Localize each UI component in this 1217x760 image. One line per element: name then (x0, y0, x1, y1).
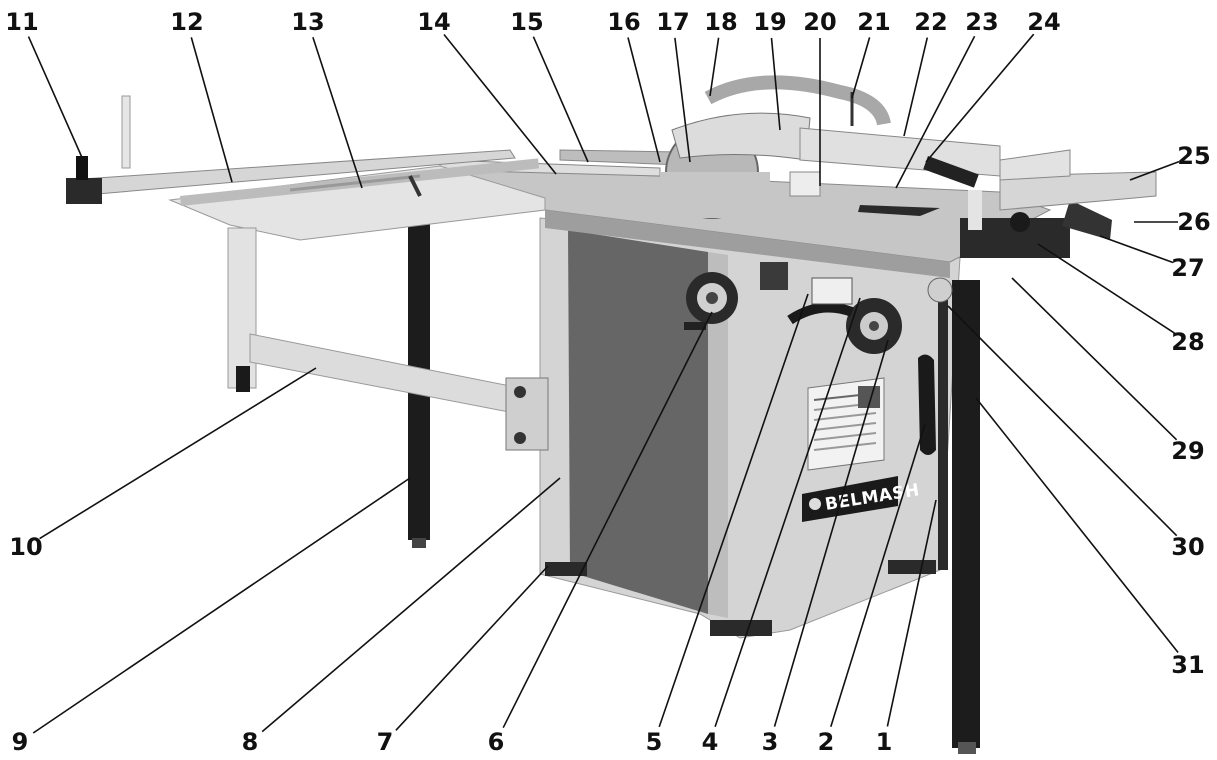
callout-leader-16 (627, 37, 661, 163)
callout-leader-24 (925, 33, 1035, 163)
callout-leader-15 (532, 36, 589, 163)
fence-guide-rail (999, 149, 1157, 211)
callout-leader-2 (830, 423, 926, 727)
callout-leader-28 (1037, 243, 1176, 334)
callout-leader-18 (709, 37, 720, 97)
blade-tilt-handwheel (846, 298, 902, 354)
callout-leader-23 (895, 35, 976, 189)
lock-knob (927, 277, 953, 303)
fence-rail (66, 95, 516, 204)
callout-leader-31 (975, 397, 1179, 653)
callout-leader-12 (190, 37, 233, 183)
callout-leader-8 (261, 477, 561, 733)
callout-leader-25 (1129, 160, 1180, 181)
fence-stop (76, 156, 88, 180)
callout-leader-14 (443, 33, 557, 175)
tilt-scale (787, 277, 854, 325)
callout-leader-19 (770, 37, 781, 131)
callout-leader-7 (395, 565, 549, 731)
callout-leader-27 (1099, 235, 1174, 264)
callout-leader-3 (773, 339, 889, 727)
callout-leader-6 (502, 311, 713, 729)
blade-guard (671, 112, 811, 161)
callout-leader-1 (886, 499, 937, 727)
callout-leader-13 (312, 36, 363, 189)
callout-leader-29 (1011, 277, 1178, 441)
support-leg-right (938, 280, 980, 754)
callout-leader-11 (27, 36, 85, 163)
support-arm (227, 227, 549, 451)
callout-leader-5 (658, 293, 809, 728)
callout-leader-22 (903, 37, 929, 137)
callout-leader-17 (674, 37, 691, 163)
machine-cabinet (539, 217, 961, 639)
callout-leader-30 (947, 305, 1178, 537)
blade-height-handwheel (684, 272, 738, 330)
motor-switch (760, 262, 788, 290)
callout-leader-21 (851, 37, 871, 99)
callout-leaders (27, 33, 1180, 734)
callout-leader-9 (32, 477, 411, 734)
callout-leader-4 (714, 297, 861, 728)
callout-leader-10 (39, 367, 317, 540)
warning-label (807, 377, 885, 471)
fence-lock-assembly (960, 190, 1112, 258)
